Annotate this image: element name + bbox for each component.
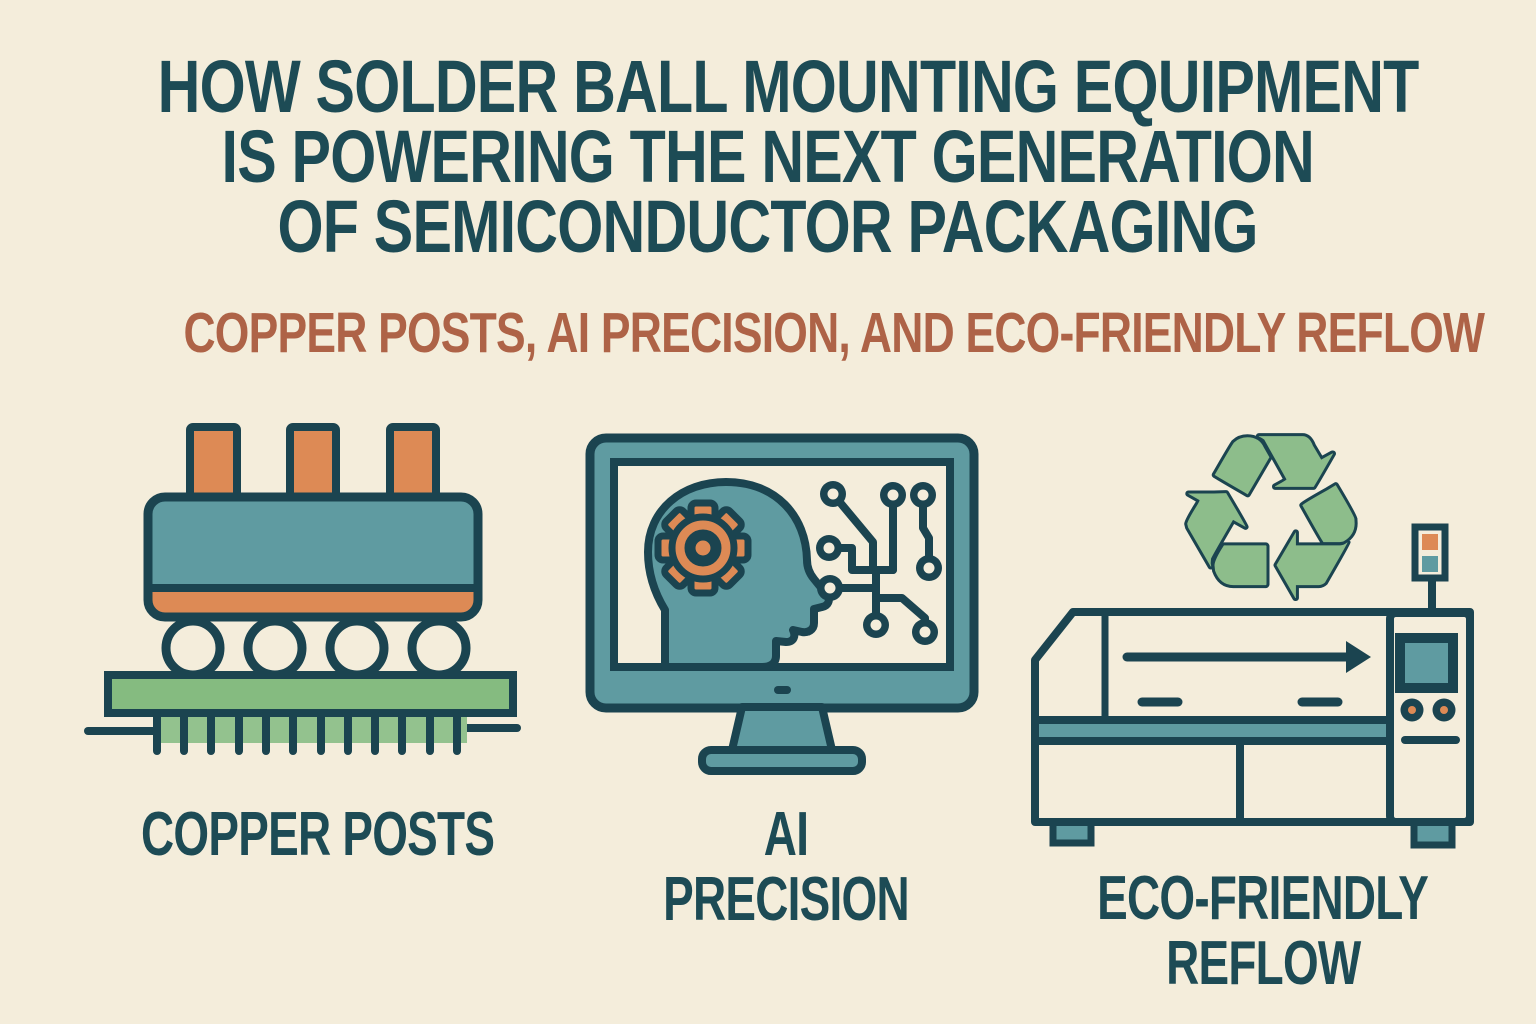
caption-eco-friendly-reflow: ECO-FRIENDLY REFLOW <box>1097 864 1429 998</box>
monitor-base <box>698 746 866 775</box>
circuit-nodes <box>816 481 942 645</box>
title-line-1: HOW SOLDER BALL MOUNTING EQUIPMENT <box>157 45 1420 128</box>
signal-pole <box>1411 523 1449 616</box>
monitor-button <box>774 686 791 694</box>
board-pins <box>153 709 461 755</box>
substrate-board <box>84 671 521 743</box>
control-panel <box>1386 609 1474 826</box>
page-subtitle: COPPER POSTS, AI PRECISION, AND ECO-FRIE… <box>183 301 1485 365</box>
gear-icon <box>654 499 752 597</box>
caption-copper-posts: COPPER POSTS <box>141 800 495 869</box>
title-line-2: IS POWERING THE NEXT GENERATION <box>221 115 1315 198</box>
copper-posts-icon <box>186 423 440 509</box>
conveyor-arrow-icon <box>1122 641 1371 673</box>
eco-reflow-oven-icon: ♻ <box>1031 390 1474 849</box>
conveyor-belt <box>1031 716 1394 745</box>
monitor-stand <box>728 703 836 754</box>
page-title: HOW SOLDER BALL MOUNTING EQUIPMENT IS PO… <box>0 45 1536 268</box>
caption-ai-precision: AI PRECISION <box>663 800 909 934</box>
panel-knobs <box>1400 698 1456 722</box>
mounting-head-body <box>143 492 483 622</box>
copper-posts-machine-icon <box>84 423 521 755</box>
panel-screen <box>1395 633 1458 693</box>
ai-monitor-icon <box>585 433 979 775</box>
title-line-3: OF SEMICONDUCTOR PACKAGING <box>277 185 1259 268</box>
solder-balls-icon <box>161 616 471 680</box>
